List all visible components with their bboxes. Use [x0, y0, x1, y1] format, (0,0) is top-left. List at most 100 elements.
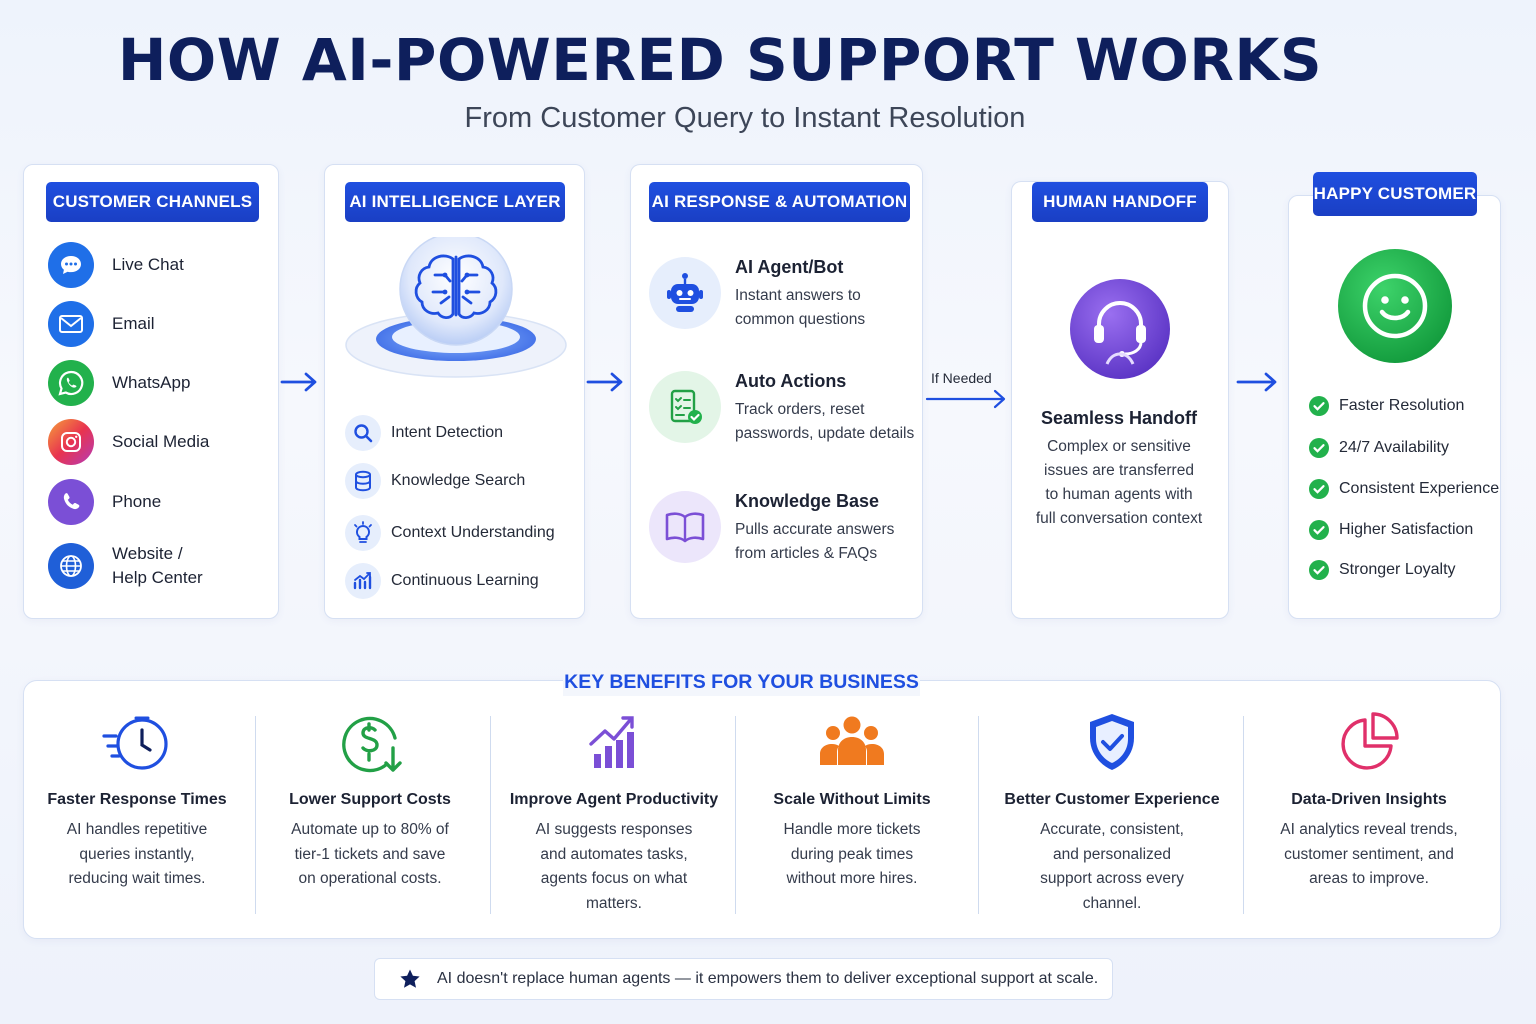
benefit-desc: customer sentiment, and: [1284, 845, 1454, 863]
ai-item-intent-detection: Intent Detection: [345, 415, 503, 451]
handoff-desc: Complex or sensitive: [1047, 438, 1191, 455]
benefit-title: Better Customer Experience: [1004, 791, 1220, 808]
response-item-auto-actions: Auto Actions Track orders, reset passwor…: [649, 371, 914, 446]
customer-benefit-label: Higher Satisfaction: [1339, 521, 1474, 538]
check-circle-icon: [1309, 396, 1329, 416]
chat-bubble-icon: [48, 242, 94, 288]
check-circle-icon: [1309, 520, 1329, 540]
ai-item-knowledge-search: Knowledge Search: [345, 463, 525, 499]
customer-benefit-label: 24/7 Availability: [1339, 439, 1449, 456]
benefit-title: Improve Agent Productivity: [509, 791, 719, 808]
benefit-divider: [978, 716, 979, 914]
footer-note: AI doesn't replace human agents — it emp…: [437, 970, 1099, 987]
response-item-title: AI Agent/Bot: [735, 257, 844, 277]
benefit-desc: and personalized: [1052, 845, 1172, 863]
team-icon: [820, 716, 884, 765]
ai-item-label: Context Understanding: [391, 524, 555, 541]
response-item-knowledge-base: Knowledge Base Pulls accurate answers fr…: [649, 491, 894, 566]
check-circle-icon: [1309, 560, 1329, 580]
key-benefits-panel: [23, 680, 1501, 939]
ai-response-card: AI RESPONSE & AUTOMATION AI Agent/Bot In…: [630, 164, 923, 619]
response-item-ai-agent: AI Agent/Bot Instant answers to common q…: [649, 257, 865, 332]
channel-label-line2: Help Center: [112, 568, 203, 587]
benefit-title: Faster Response Times: [47, 791, 227, 808]
bar-growth-icon: [589, 716, 634, 768]
headset-agent-icon: [1070, 279, 1170, 379]
happy-customer-card: HAPPY CUSTOMER Faster Resolution 24/7 Av…: [1288, 172, 1501, 619]
customer-benefit-label: Faster Resolution: [1339, 397, 1465, 414]
book-icon: [649, 491, 721, 563]
search-icon: [345, 415, 381, 451]
response-item-title: Knowledge Base: [735, 491, 880, 511]
channel-social-media: Social Media: [48, 419, 209, 465]
benefit-desc: Handle more tickets: [783, 821, 921, 838]
smiley-face-icon: [1338, 249, 1452, 363]
benefit-desc: AI analytics reveal trends,: [1280, 821, 1458, 838]
benefit-desc: agents focus on what: [540, 870, 688, 887]
benefit-agent-productivity: Improve Agent Productivity AI suggests r…: [504, 710, 724, 916]
customer-benefit: Consistent Experience: [1309, 479, 1499, 499]
benefit-lower-costs: Lower Support Costs Automate up to 80% o…: [270, 710, 470, 892]
benefit-desc: channel.: [1082, 894, 1142, 912]
benefit-desc: AI handles repetitive: [66, 821, 208, 838]
ai-item-context-understanding: Context Understanding: [345, 515, 555, 551]
benefit-desc: during peak times: [790, 845, 914, 863]
channel-live-chat: Live Chat: [48, 242, 184, 288]
benefit-desc: Accurate, consistent,: [1040, 821, 1184, 838]
lightbulb-icon: [345, 515, 381, 551]
page-subtitle: From Customer Query to Instant Resolutio…: [464, 102, 1026, 134]
checklist-icon: [649, 371, 721, 443]
benefit-divider: [735, 716, 736, 914]
ai-item-label: Intent Detection: [391, 424, 504, 441]
handoff-desc: full conversation context: [1035, 510, 1203, 527]
response-item-desc: Track orders, reset: [735, 401, 865, 418]
pie-chart-icon: [1341, 712, 1399, 770]
shield-check-icon: [1090, 714, 1134, 770]
handoff-desc: to human agents with: [1045, 486, 1193, 503]
robot-icon: [649, 257, 721, 329]
ai-item-label: Knowledge Search: [391, 472, 526, 489]
benefit-customer-experience: Better Customer Experience Accurate, con…: [998, 710, 1226, 916]
benefit-title: Lower Support Costs: [289, 791, 451, 808]
benefit-desc: reducing wait times.: [68, 870, 206, 887]
benefit-desc: support across every: [1040, 870, 1184, 887]
ai-intelligence-card: AI INTELLIGENCE LAYER: [324, 164, 585, 619]
footer-note-box: AI doesn't replace human agents — it emp…: [374, 958, 1113, 1000]
response-item-desc: from articles & FAQs: [735, 545, 878, 562]
channel-label: Website /: [112, 544, 183, 563]
handoff-desc: issues are transferred: [1044, 462, 1194, 479]
whatsapp-icon: [48, 360, 94, 406]
channel-label: Live Chat: [112, 255, 184, 274]
key-benefits-heading: KEY BENEFITS FOR YOUR BUSINESS: [564, 671, 919, 693]
response-item-desc: Instant answers to: [735, 287, 861, 304]
benefit-desc: areas to improve.: [1309, 870, 1429, 887]
star-icon: [400, 969, 420, 988]
channel-website-help-center: Website / Help Center: [48, 542, 203, 590]
fast-clock-icon: [102, 716, 168, 770]
flow-arrow: [280, 372, 317, 392]
benefit-title: Scale Without Limits: [773, 791, 931, 808]
response-item-title: Auto Actions: [735, 371, 847, 391]
customer-benefit: 24/7 Availability: [1309, 438, 1449, 458]
dollar-down-icon: [342, 716, 402, 773]
check-circle-icon: [1309, 479, 1329, 499]
customer-benefit: Higher Satisfaction: [1309, 520, 1473, 540]
happy-customer-label: HAPPY CUSTOMER: [1313, 172, 1477, 216]
page-title: HOW AI-POWERED SUPPORT WORKS: [117, 26, 1323, 94]
phone-icon: [48, 479, 94, 525]
response-item-desc: passwords, update details: [735, 425, 915, 442]
channel-label: Email: [112, 314, 155, 333]
benefit-divider: [490, 716, 491, 914]
growth-chart-icon: [345, 563, 381, 599]
benefit-desc: on operational costs.: [298, 870, 442, 887]
benefit-divider: [1243, 716, 1244, 914]
ai-response-label: AI RESPONSE & AUTOMATION: [649, 182, 910, 222]
ai-item-continuous-learning: Continuous Learning: [345, 563, 539, 599]
channel-label: Phone: [112, 492, 162, 511]
benefit-desc: Automate up to 80% of: [291, 821, 449, 838]
customer-benefit-label: Consistent Experience: [1339, 480, 1500, 497]
benefit-desc: queries instantly,: [79, 845, 195, 863]
benefit-desc: AI suggests responses: [535, 821, 693, 838]
channel-email: Email: [48, 301, 155, 347]
channel-label: Social Media: [112, 432, 210, 451]
